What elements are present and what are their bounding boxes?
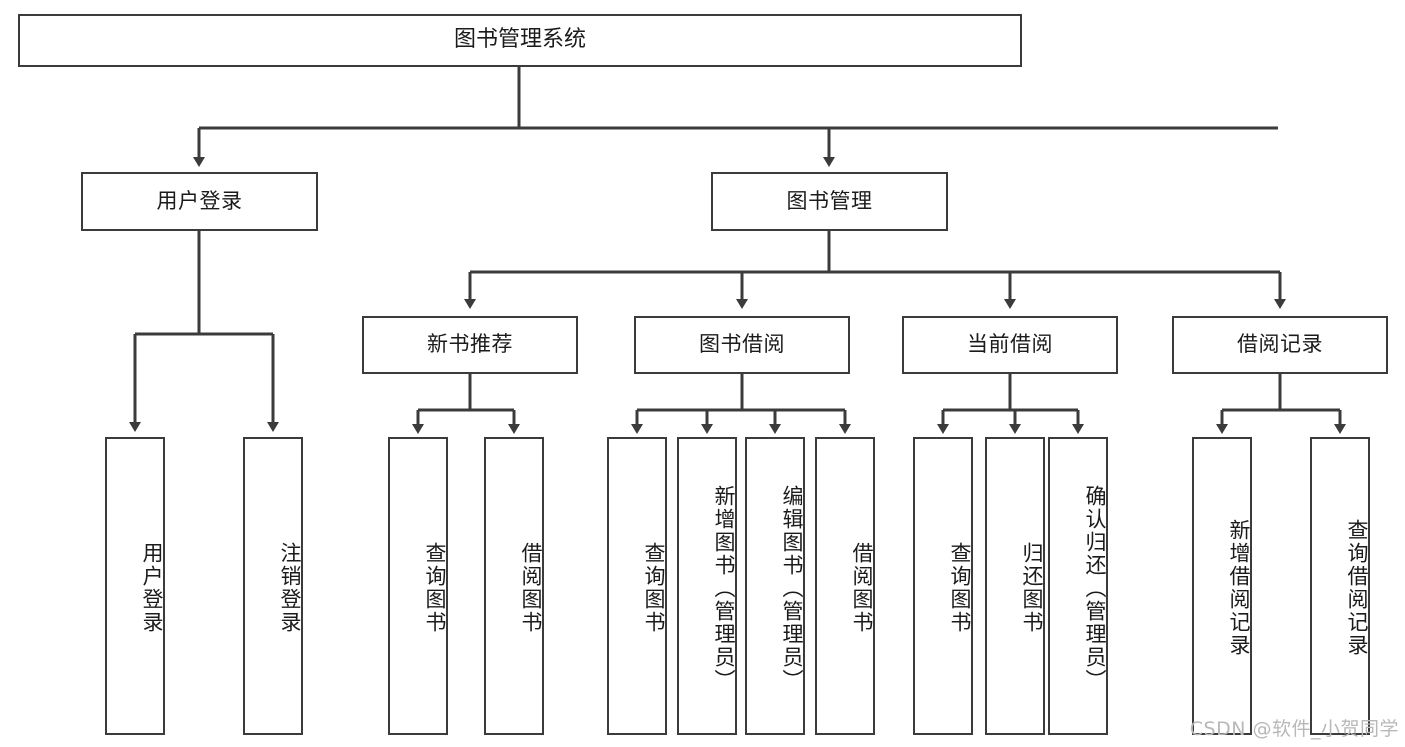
leaf-recommend-borrow-book[interactable]: 借阅图书 (484, 437, 544, 735)
leaf-borrow-query-book[interactable]: 查询图书 (607, 437, 667, 735)
leaf-current-query-book[interactable]: 查询图书 (913, 437, 973, 735)
node-book-management[interactable]: 图书管理 (711, 172, 948, 231)
node-label: 图书管理 (786, 188, 873, 213)
node-root-system[interactable]: 图书管理系统 (18, 14, 1022, 67)
leaf-user-login[interactable]: 用户登录 (105, 437, 165, 735)
node-label: 当前借阅 (967, 332, 1053, 357)
node-label: 查询借阅记录 (1345, 519, 1369, 657)
node-label: 用户登录 (140, 542, 164, 634)
leaf-current-return-book[interactable]: 归还图书 (985, 437, 1045, 735)
node-label: 确认归还（管理员） (1083, 484, 1107, 692)
node-label: 借阅图书 (850, 542, 874, 634)
leaf-user-logout[interactable]: 注销登录 (243, 437, 303, 735)
node-label: 查询图书 (948, 542, 972, 634)
node-book-borrow[interactable]: 图书借阅 (634, 316, 850, 374)
node-label: 图书借阅 (699, 332, 785, 357)
node-label: 新增借阅记录 (1227, 519, 1251, 657)
node-user-login[interactable]: 用户登录 (81, 172, 318, 231)
node-current-borrow[interactable]: 当前借阅 (902, 316, 1118, 374)
leaf-record-query[interactable]: 查询借阅记录 (1310, 437, 1370, 735)
leaf-borrow-edit-book[interactable]: 编辑图书（管理员） (745, 437, 805, 735)
node-label: 新增图书（管理员） (712, 484, 736, 692)
node-label: 新书推荐 (427, 332, 513, 357)
node-label: 借阅记录 (1237, 332, 1323, 357)
leaf-current-confirm-return[interactable]: 确认归还（管理员） (1048, 437, 1108, 735)
node-new-book-recommend[interactable]: 新书推荐 (362, 316, 578, 374)
watermark: CSDN @软件_小贺同学 (1189, 718, 1399, 740)
node-label: 图书管理系统 (453, 27, 586, 53)
node-label: 归还图书 (1020, 542, 1044, 634)
node-label: 借阅图书 (519, 542, 543, 634)
node-label: 查询图书 (642, 542, 666, 634)
node-borrow-record[interactable]: 借阅记录 (1172, 316, 1388, 374)
node-label: 编辑图书（管理员） (780, 484, 804, 692)
leaf-recommend-query-book[interactable]: 查询图书 (388, 437, 448, 735)
node-label: 用户登录 (156, 188, 243, 213)
node-label: 注销登录 (278, 542, 302, 634)
node-label: 查询图书 (423, 542, 447, 634)
leaf-borrow-borrow-book[interactable]: 借阅图书 (815, 437, 875, 735)
leaf-record-add[interactable]: 新增借阅记录 (1192, 437, 1252, 735)
leaf-borrow-add-book[interactable]: 新增图书（管理员） (677, 437, 737, 735)
